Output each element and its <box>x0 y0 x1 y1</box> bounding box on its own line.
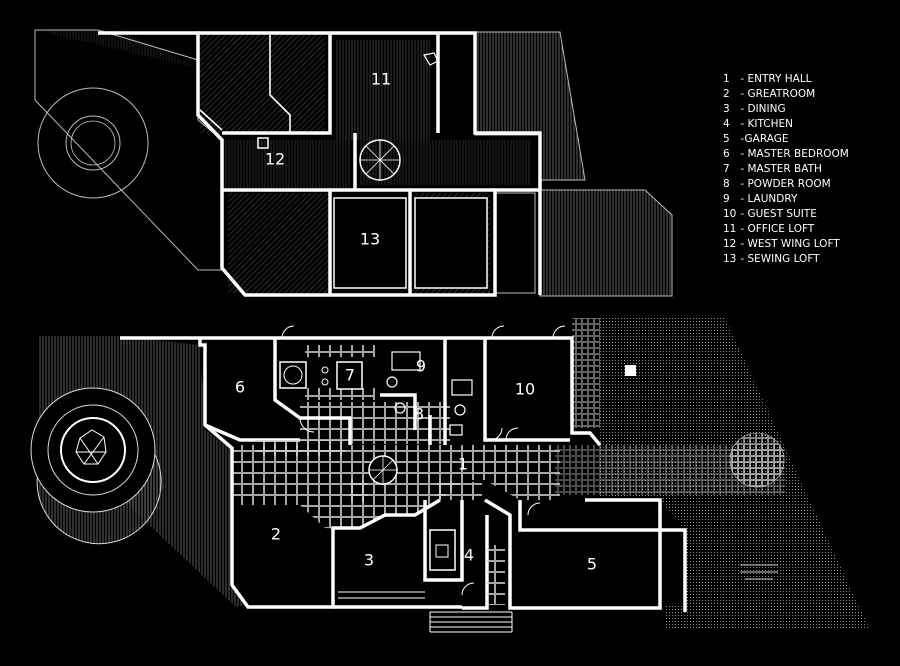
hot-tub <box>60 417 126 483</box>
legend-item: 1 - ENTRY HALL <box>723 73 812 85</box>
legend-item: 2 - GREATROOM <box>723 88 816 100</box>
legend-item: 5 -GARAGE <box>723 133 789 145</box>
room-label-2: 2 <box>271 525 281 544</box>
room-label-3: 3 <box>364 551 374 570</box>
room-legend: 1 - ENTRY HALL 2 - GREATROOM 3 - DINING … <box>723 72 849 267</box>
front-steps <box>429 611 513 633</box>
legend-item: 11 - OFFICE LOFT <box>723 223 815 235</box>
legend-item: 3 - DINING <box>723 103 786 115</box>
room-label-1: 1 <box>458 455 468 474</box>
upper-east-roof-lower <box>539 189 673 297</box>
legend-item: 7 - MASTER BATH <box>723 163 822 175</box>
legend-item: 12 - WEST WING LOFT <box>723 238 840 250</box>
door-swings <box>281 325 566 596</box>
vehicle-marking <box>740 564 778 580</box>
room-label-9: 9 <box>416 357 426 376</box>
room-label-11: 11 <box>371 70 391 89</box>
legend-item: 10 - GUEST SUITE <box>723 208 817 220</box>
legend-item: 6 - MASTER BEDROOM <box>723 148 849 160</box>
legend-item: 4 - KITCHEN <box>723 118 793 130</box>
lower-floor-plan: 1 2 3 4 5 6 7 8 9 10 <box>30 318 870 633</box>
upper-turret <box>37 87 149 199</box>
upper-west-roof <box>34 29 223 271</box>
room-label-5: 5 <box>587 555 597 574</box>
room-label-13: 13 <box>360 230 380 249</box>
room-label-8: 8 <box>414 405 424 424</box>
driveway-circle <box>729 432 785 488</box>
room-label-6: 6 <box>235 378 245 397</box>
legend-item: 8 - POWDER ROOM <box>723 178 831 190</box>
room-label-12: 12 <box>265 150 285 169</box>
entry-hall-tile <box>232 445 560 530</box>
room-label-10: 10 <box>515 380 535 399</box>
room-label-4: 4 <box>464 546 474 565</box>
upper-floor-plan: 11 12 13 <box>34 29 673 297</box>
legend-item: 13 - SEWING LOFT <box>723 253 820 265</box>
legend-item: 9 - LAUNDRY <box>723 193 798 205</box>
room-label-7: 7 <box>345 366 355 385</box>
